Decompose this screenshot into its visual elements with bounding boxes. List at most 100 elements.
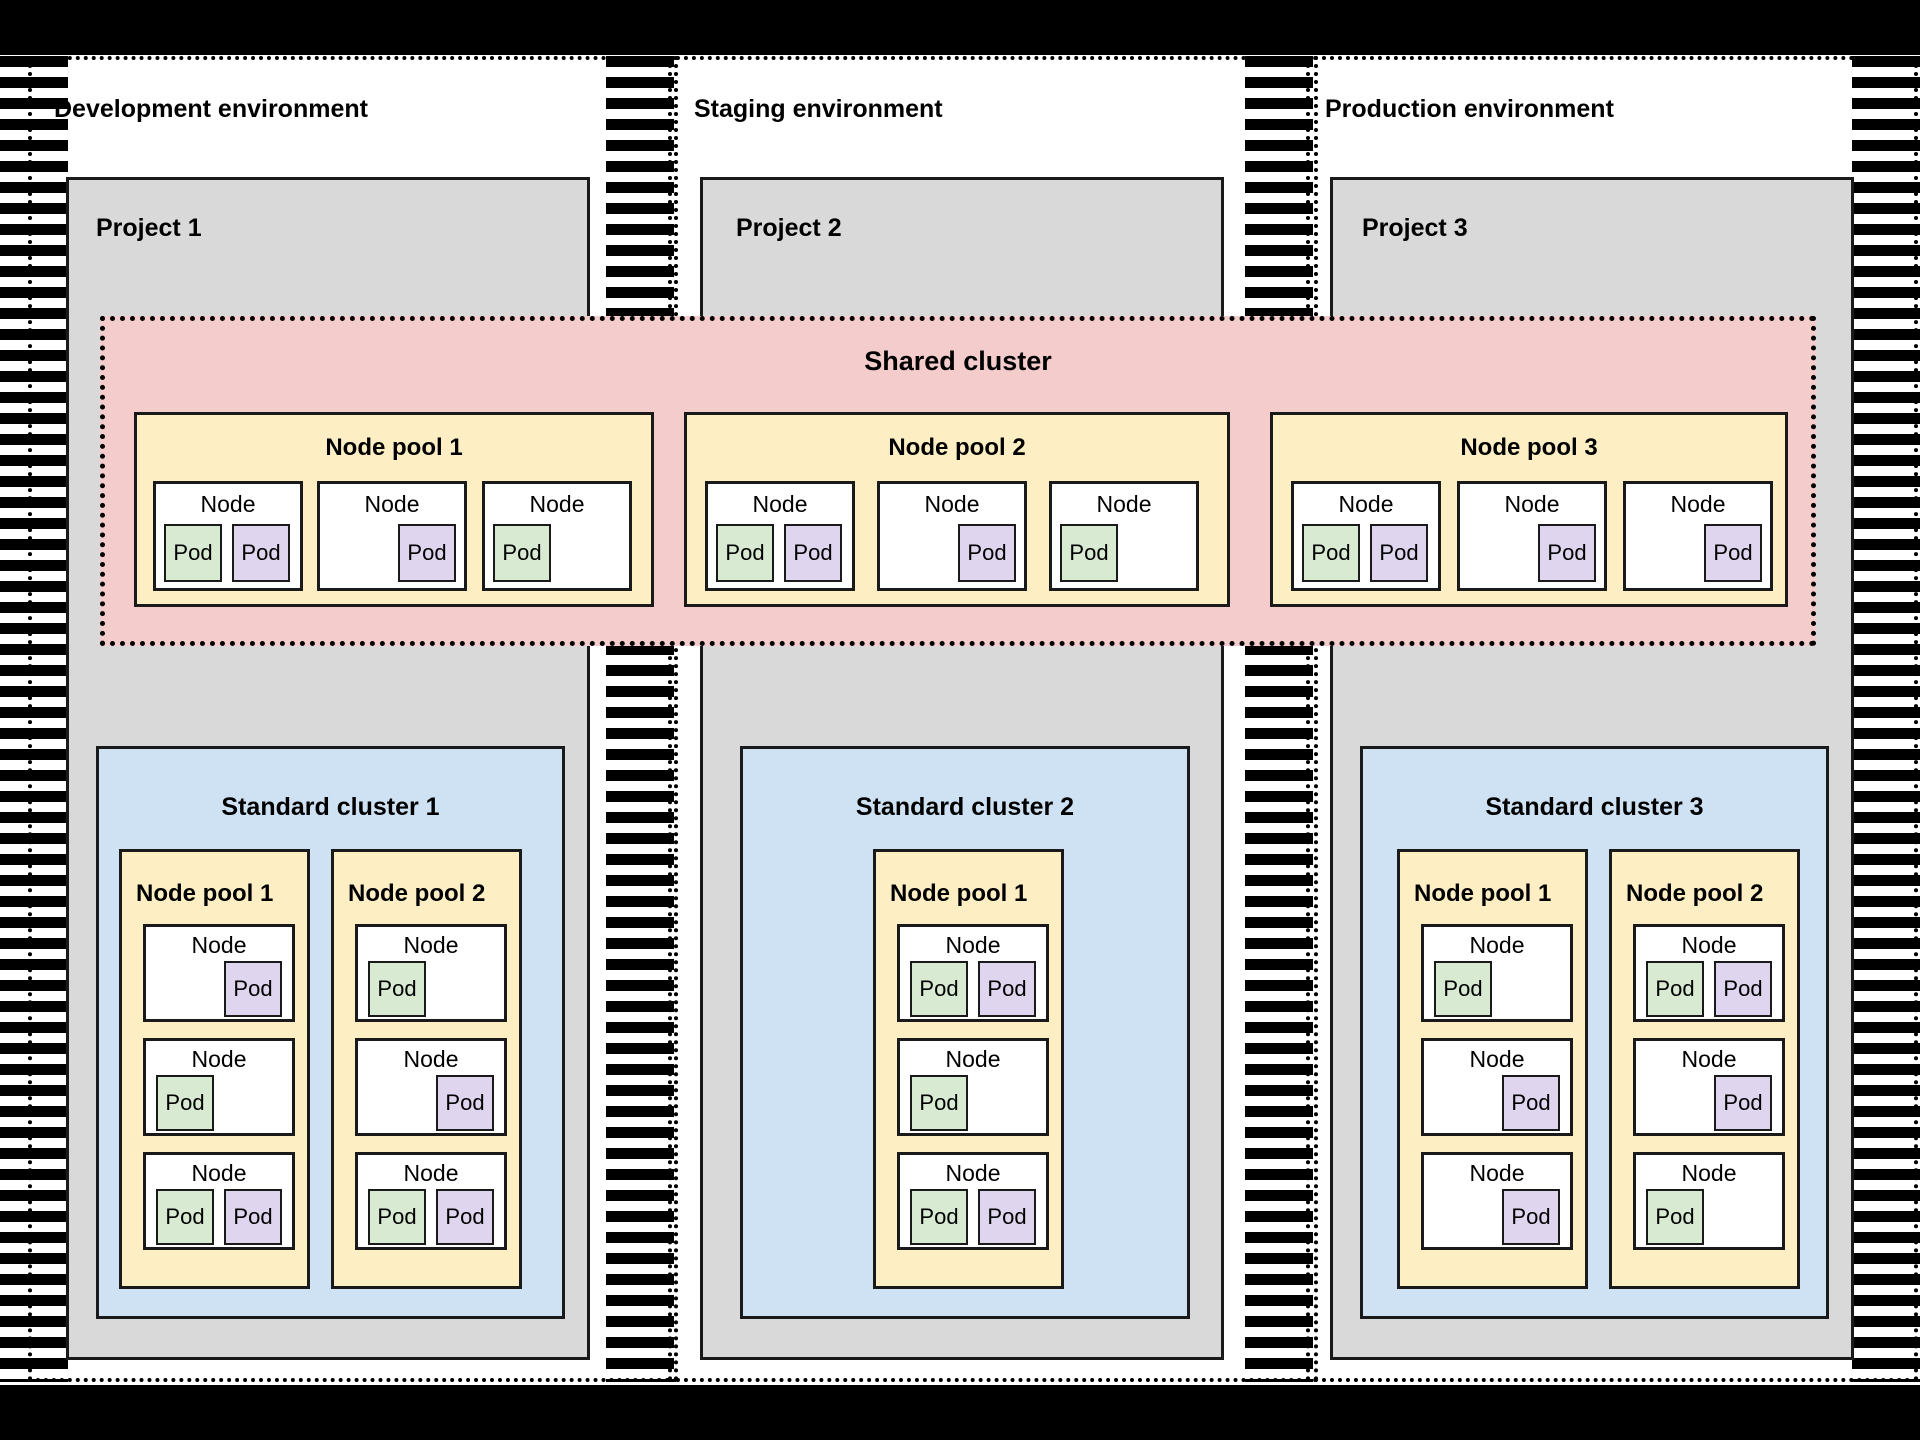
shared-node-pool-2: Node pool 2 Node Pod Pod Node Pod Node P… — [684, 412, 1230, 607]
std1-node-pool-2-title: Node pool 2 — [348, 880, 486, 907]
node-label: Node — [945, 1046, 1001, 1072]
node: Node Pod — [1633, 1038, 1785, 1136]
pod-green: Pod — [1434, 961, 1492, 1017]
node-label: Node — [1469, 932, 1525, 958]
pod-green: Pod — [156, 1189, 214, 1245]
node-label: Node — [1096, 491, 1152, 517]
standard-cluster-2: Standard cluster 2 Node pool 1 Node Pod … — [740, 746, 1190, 1319]
node-label: Node — [403, 932, 459, 958]
node: Node Pod — [1457, 481, 1607, 591]
pod-green: Pod — [1646, 1189, 1704, 1245]
node: Node Pod Pod — [1633, 924, 1785, 1022]
pod-purple: Pod — [224, 1189, 282, 1245]
std3-node-pool-1: Node pool 1 Node Pod Node Pod Node Pod — [1397, 849, 1588, 1289]
hatch-separator-right — [1852, 56, 1920, 1382]
shared-node-pool-3-title: Node pool 3 — [1460, 434, 1598, 461]
environment-development — [28, 56, 678, 1382]
pod-purple: Pod — [978, 1189, 1036, 1245]
node-label: Node — [752, 491, 808, 517]
pod-green: Pod — [910, 1189, 968, 1245]
std3-node-pool-1-title: Node pool 1 — [1414, 880, 1552, 907]
node-label: Node — [403, 1160, 459, 1186]
pod-purple: Pod — [398, 524, 456, 582]
node: Node Pod — [482, 481, 632, 591]
node: Node Pod — [355, 924, 507, 1022]
node-label: Node — [1681, 1160, 1737, 1186]
project-1-title: Project 1 — [96, 214, 202, 242]
shared-cluster-title: Shared cluster — [864, 346, 1052, 376]
pod-green: Pod — [1646, 961, 1704, 1017]
pod-green: Pod — [910, 961, 968, 1017]
node: Node Pod — [877, 481, 1027, 591]
node: Node Pod Pod — [1291, 481, 1441, 591]
pod-purple: Pod — [436, 1075, 494, 1131]
pod-purple: Pod — [1502, 1189, 1560, 1245]
environment-title-development: Development environment — [54, 95, 368, 123]
node-label: Node — [945, 932, 1001, 958]
node-label: Node — [1338, 491, 1394, 517]
pod-purple: Pod — [978, 961, 1036, 1017]
pod-purple: Pod — [1502, 1075, 1560, 1131]
standard-cluster-2-title: Standard cluster 2 — [855, 793, 1075, 821]
pod-green: Pod — [910, 1075, 968, 1131]
node-label: Node — [945, 1160, 1001, 1186]
node-label: Node — [1681, 932, 1737, 958]
node-label: Node — [1670, 491, 1726, 517]
project-2-title: Project 2 — [736, 214, 842, 242]
node: Node Pod — [1049, 481, 1199, 591]
environment-title-production: Production environment — [1325, 95, 1614, 123]
std1-node-pool-2: Node pool 2 Node Pod Node Pod Node Pod P… — [331, 849, 522, 1289]
node: Node Pod — [355, 1038, 507, 1136]
node-label: Node — [191, 1160, 247, 1186]
node: Node Pod — [317, 481, 467, 591]
node: Node Pod Pod — [705, 481, 855, 591]
node: Node Pod Pod — [355, 1152, 507, 1250]
node: Node Pod — [1633, 1152, 1785, 1250]
node: Node Pod Pod — [897, 1152, 1049, 1250]
std1-node-pool-1: Node pool 1 Node Pod Node Pod Node Pod P… — [119, 849, 310, 1289]
environment-production — [1306, 56, 1918, 1382]
pod-purple: Pod — [958, 524, 1016, 582]
pod-purple: Pod — [232, 524, 290, 582]
node: Node Pod — [1421, 1038, 1573, 1136]
pod-green: Pod — [164, 524, 222, 582]
node: Node Pod — [143, 1038, 295, 1136]
pod-purple: Pod — [1714, 1075, 1772, 1131]
shared-node-pool-3: Node pool 3 Node Pod Pod Node Pod Node P… — [1270, 412, 1788, 607]
node: Node Pod — [1421, 924, 1573, 1022]
shared-node-pool-2-title: Node pool 2 — [888, 434, 1026, 461]
node: Node Pod Pod — [153, 481, 303, 591]
node: Node Pod Pod — [897, 924, 1049, 1022]
std3-node-pool-2: Node pool 2 Node Pod Pod Node Pod Node P… — [1609, 849, 1800, 1289]
node-label: Node — [1469, 1160, 1525, 1186]
node-label: Node — [1469, 1046, 1525, 1072]
pod-purple: Pod — [224, 961, 282, 1017]
hatch-separator-staging-prod — [1245, 56, 1313, 1382]
pod-green: Pod — [1302, 524, 1360, 582]
node: Node Pod Pod — [143, 1152, 295, 1250]
environment-staging — [668, 56, 1318, 1382]
pod-purple: Pod — [1714, 961, 1772, 1017]
pod-purple: Pod — [1370, 524, 1428, 582]
pod-purple: Pod — [436, 1189, 494, 1245]
node: Node Pod — [1623, 481, 1773, 591]
standard-cluster-3-title: Standard cluster 3 — [1485, 793, 1704, 821]
node-label: Node — [191, 932, 247, 958]
node-label: Node — [1681, 1046, 1737, 1072]
standard-cluster-1: Standard cluster 1 Node pool 1 Node Pod … — [96, 746, 565, 1319]
node-label: Node — [529, 491, 585, 517]
node: Node Pod — [143, 924, 295, 1022]
pod-purple: Pod — [784, 524, 842, 582]
pod-green: Pod — [1060, 524, 1118, 582]
pod-green: Pod — [716, 524, 774, 582]
pod-green: Pod — [493, 524, 551, 582]
environment-title-staging: Staging environment — [694, 95, 943, 123]
std3-node-pool-2-title: Node pool 2 — [1626, 880, 1764, 907]
std2-node-pool-1: Node pool 1 Node Pod Pod Node Pod Node P… — [873, 849, 1064, 1289]
node-label: Node — [200, 491, 256, 517]
pod-green: Pod — [368, 1189, 426, 1245]
node: Node Pod — [1421, 1152, 1573, 1250]
node-label: Node — [1504, 491, 1560, 517]
node-label: Node — [364, 491, 420, 517]
